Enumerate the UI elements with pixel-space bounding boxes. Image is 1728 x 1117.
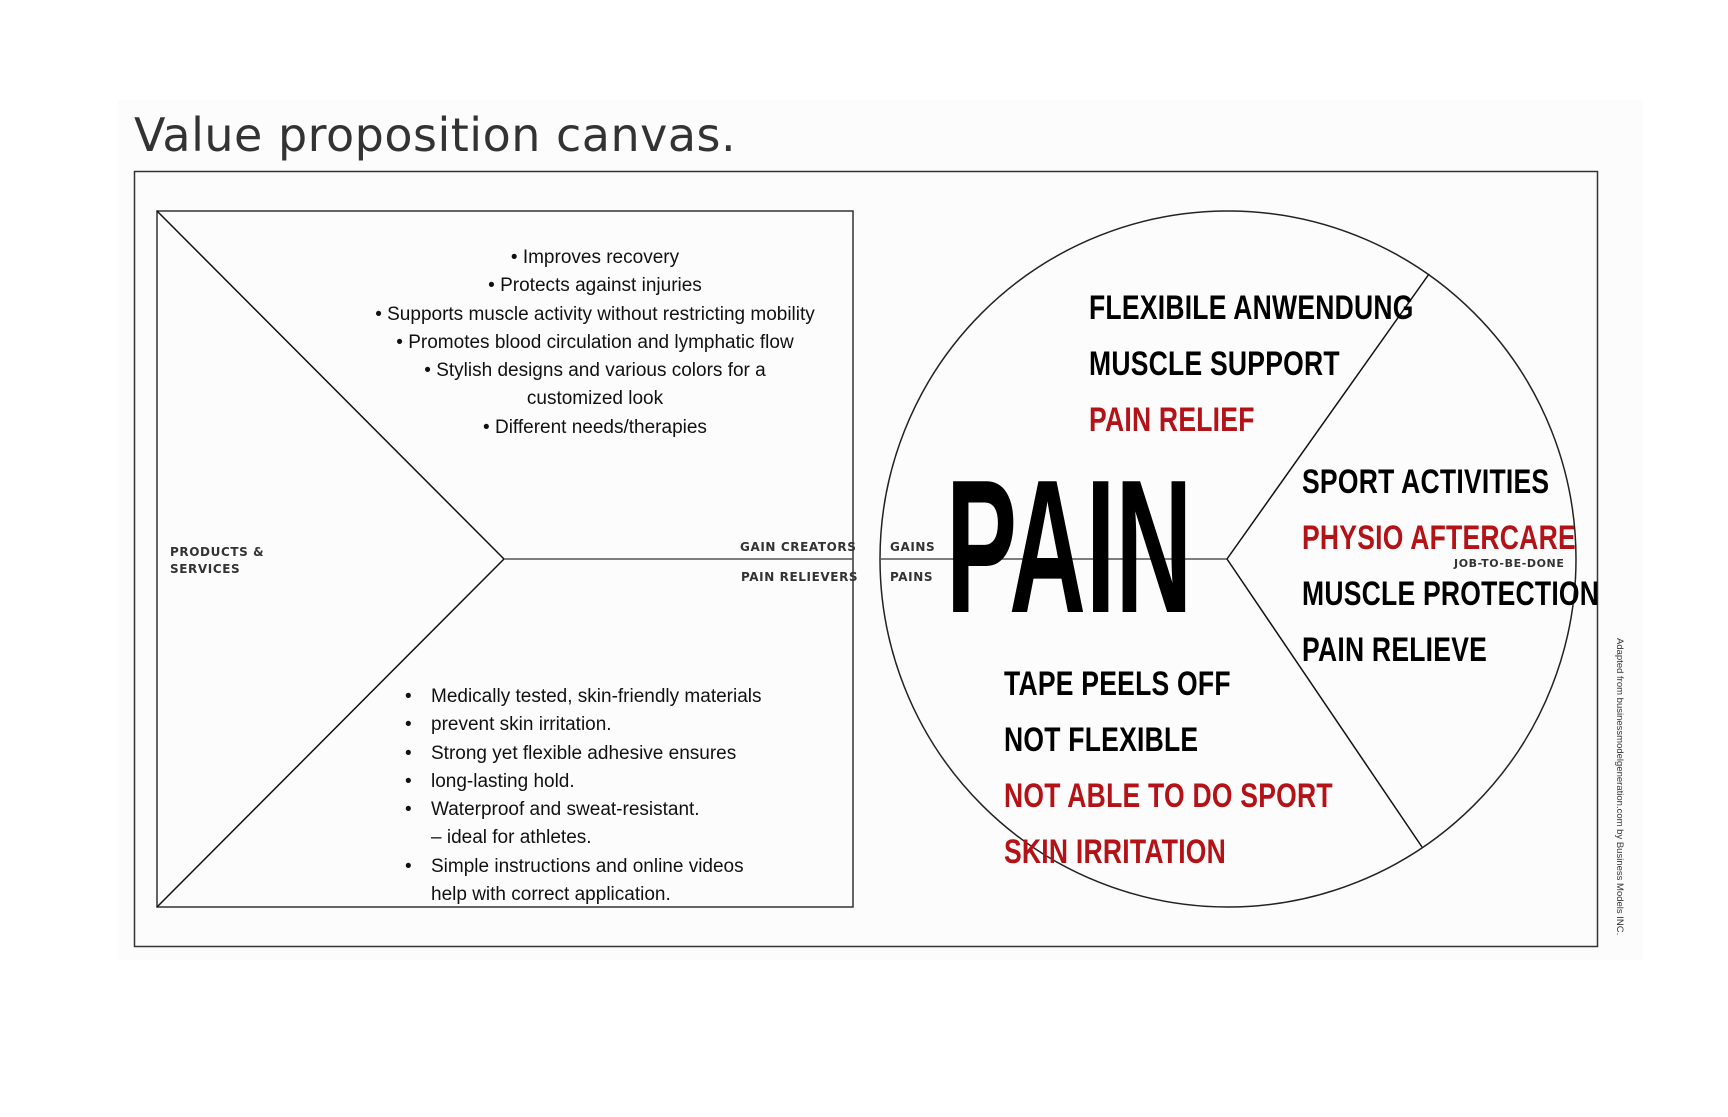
pain-reliever-item: • Waterproof and sweat-resistant. (405, 796, 825, 824)
bullet-icon: • (405, 714, 412, 736)
products-services-label: PRODUCTS & SERVICES (170, 544, 264, 578)
pain-relievers-list: • Medically tested, skin-friendly materia… (405, 683, 825, 909)
attribution-credit: Adapted from businessmodelgeneration.com… (1614, 638, 1625, 936)
pain-reliever-item: • prevent skin irritation. (405, 711, 825, 739)
pain-reliever-text: prevent skin irritation. (431, 714, 612, 736)
gain-item: MUSCLE SUPPORT (1089, 345, 1340, 383)
products-services-label-line2: SERVICES (170, 562, 241, 576)
job-item: PAIN RELIEVE (1302, 631, 1488, 669)
pain-reliever-item: • Medically tested, skin-friendly materia… (405, 683, 825, 711)
gain-creator-item: • Supports muscle activity without restr… (375, 303, 815, 325)
pain-reliever-text: Simple instructions and online videos (431, 855, 744, 877)
pain-item: TAPE PEELS OFF (1004, 665, 1231, 703)
center-word: PAIN (946, 441, 1193, 653)
pain-relievers-label: PAIN RELIEVERS (741, 570, 859, 584)
customer-profile-radial-top (1226, 273, 1430, 560)
pains-label: PAINS (890, 570, 934, 584)
customer-profile-radial-bottom (1226, 558, 1423, 848)
gain-creator-item: • Stylish designs and various colors for… (424, 360, 766, 382)
gain-creator-item: • Improves recovery (510, 247, 680, 268)
pain-reliever-text: Medically tested, skin-friendly material… (431, 686, 762, 707)
bullet-icon: • (405, 770, 412, 792)
value-map-diagonal-bottom (156, 558, 505, 908)
pain-reliever-text: help with correct application. (431, 884, 671, 906)
bullet-icon: • (405, 742, 412, 764)
value-map-diagonal-top (156, 210, 505, 560)
gains-label: GAINS (890, 540, 936, 554)
page-title: Value proposition canvas. (134, 108, 737, 162)
pain-item: SKIN IRRITATION (1004, 833, 1227, 871)
pain-reliever-text: – ideal for athletes. (431, 827, 592, 849)
gain-creator-item: customized look (526, 388, 664, 410)
job-item: SPORT ACTIVITIES (1302, 463, 1550, 501)
pain-reliever-text: long-lasting hold. (431, 770, 575, 792)
pain-reliever-text: Strong yet flexible adhesive ensures (431, 742, 737, 764)
gain-item: FLEXIBILE ANWENDUNG (1089, 289, 1414, 327)
bullet-icon: • (405, 855, 412, 877)
pain-reliever-item: • Simple instructions and online videos (405, 853, 825, 881)
job-item: PHYSIO AFTERCARE (1302, 519, 1576, 557)
pain-reliever-item: • Strong yet flexible adhesive ensures (405, 740, 825, 768)
gain-creators-list: • Improves recovery • Protects against in… (340, 244, 850, 442)
bullet-icon: • (405, 799, 412, 821)
pain-item: NOT FLEXIBLE (1004, 721, 1199, 759)
pain-item: NOT ABLE TO DO SPORT (1004, 777, 1333, 815)
gain-creator-item: • Protects against injuries (488, 275, 702, 297)
gain-creators-label: GAIN CREATORS (740, 540, 857, 554)
outer-frame (133, 170, 1599, 948)
job-to-be-done-label: JOB-TO-BE-DONE (1454, 557, 1565, 570)
gain-item: PAIN RELIEF (1089, 401, 1255, 439)
products-services-label-line1: PRODUCTS & (170, 545, 265, 559)
pain-reliever-item: – ideal for athletes. (405, 824, 825, 852)
gain-creator-item: • Different needs/therapies (483, 416, 707, 438)
job-item: MUSCLE PROTECTION (1302, 575, 1600, 613)
pain-reliever-item: • long-lasting hold. (405, 768, 825, 796)
bullet-icon: • (405, 686, 412, 707)
pain-reliever-item: help with correct application. (405, 881, 825, 909)
pain-reliever-text: Waterproof and sweat-resistant. (431, 799, 700, 821)
gain-creator-item: • Promotes blood circulation and lymphat… (396, 331, 794, 353)
